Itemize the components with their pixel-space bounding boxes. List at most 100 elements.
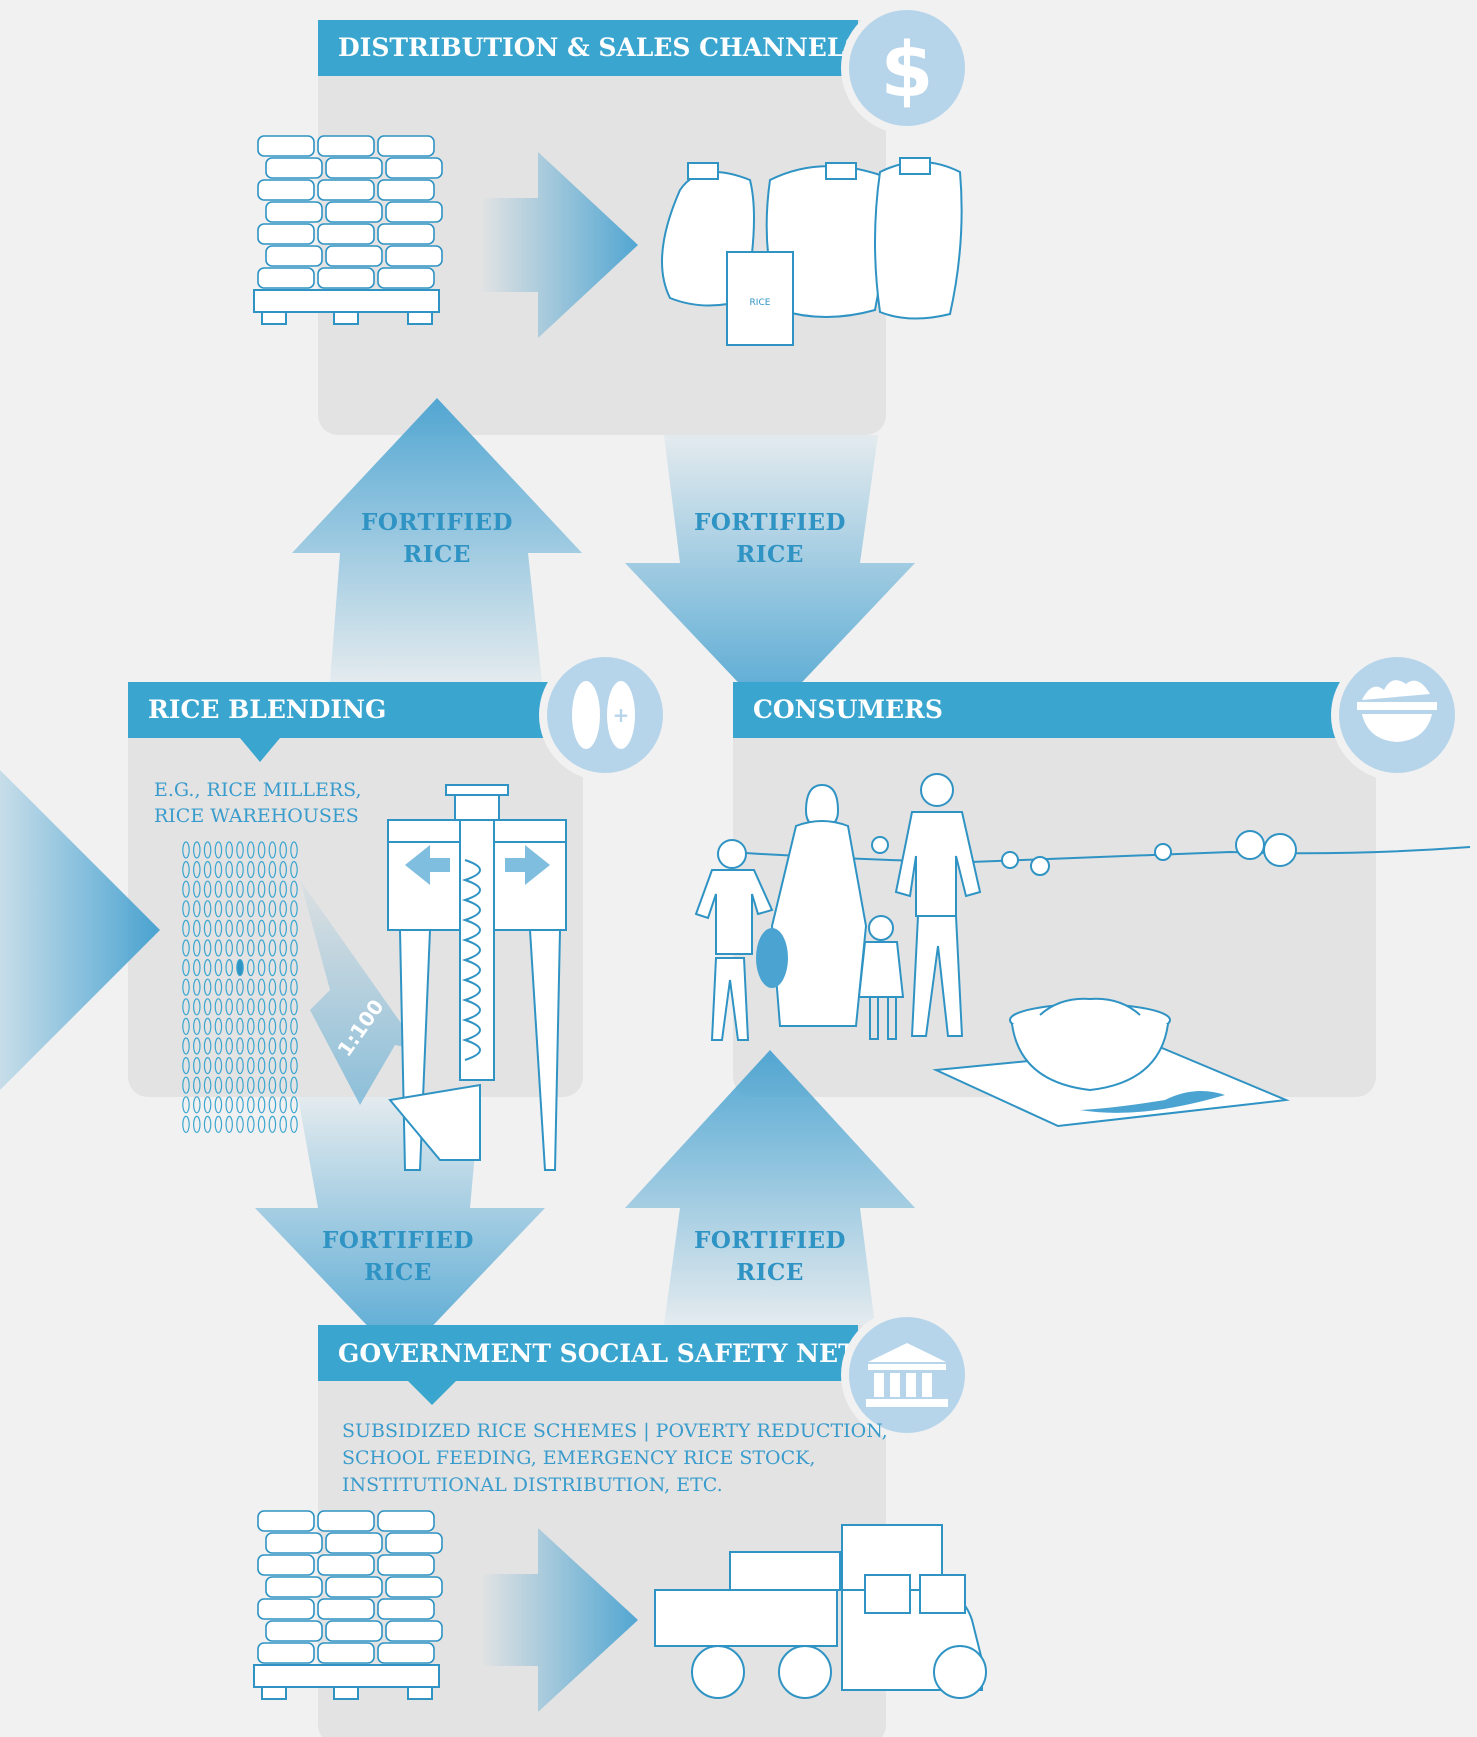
rice-grain [214,841,223,859]
rice-grain [193,1037,201,1055]
rice-grain [257,958,266,977]
rice-sack [257,223,315,245]
rice-grain [236,1076,244,1094]
rice-grain [225,880,234,898]
rice-grain [247,880,255,898]
rice-grain [268,939,277,957]
rice-grain [279,978,288,996]
rice-grain [268,1115,277,1134]
rice-grain [290,1017,298,1036]
rice-grain [203,880,212,898]
rice-grain [203,1115,212,1134]
rice-sack [257,135,315,157]
government-title-bar [318,1325,858,1381]
rice-grain [257,1115,266,1134]
rice-grain [182,860,190,879]
rice-grain [257,1017,266,1036]
rice-grain [257,978,266,996]
rice-grain [225,1037,234,1055]
rice-grain [214,958,223,977]
rice-sack [317,135,375,157]
rice-grain [236,1037,244,1055]
rice-grain [182,998,190,1016]
rice-sack [265,1532,323,1554]
rice-grain [193,1076,201,1094]
rice-grain [247,900,255,918]
government-building-icon [841,1309,973,1441]
rice-grain [203,998,212,1016]
rice-grain [279,860,288,879]
rice-grain [247,1017,255,1036]
rice-grain [236,900,244,918]
blending-subtitle-line2: RICE WAREHOUSES [154,805,359,827]
blending-subtitle-line1: E.G., RICE MILLERS, [154,779,362,801]
rice-grain [214,1076,223,1094]
rice-grain [236,841,244,859]
rice-grain [203,900,212,918]
rice-sack [317,179,375,201]
rice-sack [385,245,443,267]
rice-sack [325,1576,383,1598]
family-illustration [694,773,1471,1041]
rice-grain [290,1115,298,1134]
rice-grain [268,958,277,977]
rice-sack [257,1642,315,1664]
rice-grain [247,1096,255,1114]
rice-grain [290,900,298,918]
arrow-label-3a: FORTIFIED [322,1227,474,1254]
rice-grain [268,1056,277,1075]
rice-grain [257,900,266,918]
arrow-label-2b: RICE [736,541,804,568]
rice-grain [225,860,234,879]
arrow-blend-to-distribution [292,398,582,682]
rice-grain [214,860,223,879]
rice-grain [236,860,244,879]
rice-grain [279,880,288,898]
rice-grain [193,880,201,898]
rice-sack [265,201,323,223]
input-arrow [0,770,160,1090]
rice-grain [203,860,212,879]
arrow-label-2a: FORTIFIED [694,509,846,536]
rice-grain [236,1017,244,1036]
rice-grain [225,1056,234,1075]
rice-grain [247,919,255,938]
svg-text:$: $ [881,25,934,114]
rice-grain [193,919,201,938]
rice-grain [268,1037,277,1055]
rice-sack [325,1532,383,1554]
rice-grain [203,1096,212,1114]
rice-grain [268,860,277,879]
rice-sack [317,1642,375,1664]
rice-sack [377,1554,435,1576]
rice-grain [236,1056,244,1075]
rice-grain [290,880,298,898]
rice-grain [257,1076,266,1094]
rice-grain [193,1056,201,1075]
rice-grain [290,978,298,996]
rice-grain [182,939,190,957]
arrow-label-4b: RICE [736,1259,804,1286]
rice-grain [257,919,266,938]
rice-grain [193,998,201,1016]
rice-grain [236,939,244,957]
rice-grain [247,860,255,879]
rice-grain [236,919,244,938]
rice-grain [290,860,298,879]
government-title-notch [408,1381,456,1405]
rice-grain [279,939,288,957]
arrow-label-3b: RICE [364,1259,432,1286]
rice-grain [203,841,212,859]
rice-grain [203,1056,212,1075]
rice-grain [214,998,223,1016]
rice-grain [193,1096,201,1114]
rice-grain [279,1076,288,1094]
rice-sack [257,179,315,201]
rice-grain [279,900,288,918]
rice-grain [236,998,244,1016]
rice-sack [265,157,323,179]
rice-sack-pallet-illustration [253,135,443,325]
rice-grain [257,939,266,957]
open-rice-sacks-illustration: RICE [661,157,963,346]
rice-grain [257,1056,266,1075]
